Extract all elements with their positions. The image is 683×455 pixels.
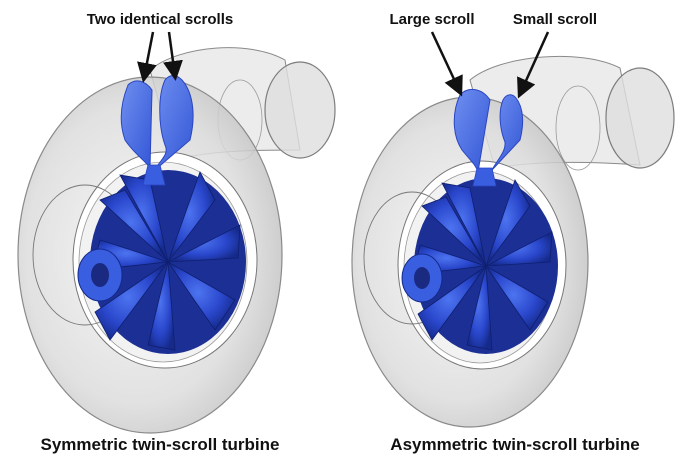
callout-two-identical-scrolls: Two identical scrolls (87, 11, 233, 28)
callout-arrow-large-scroll (432, 32, 460, 92)
asymmetric-turbine-panel: Large scroll Small scroll Asymmetric twi… (352, 11, 674, 454)
callout-small-scroll: Small scroll (513, 11, 597, 28)
turbine-rotor (402, 178, 558, 354)
caption-asymmetric: Asymmetric twin-scroll turbine (390, 435, 639, 454)
symmetric-turbine-panel: Two identical scrolls Symmetric twin-scr… (18, 11, 335, 454)
callout-large-scroll: Large scroll (389, 11, 474, 28)
caption-symmetric: Symmetric twin-scroll turbine (41, 435, 280, 454)
